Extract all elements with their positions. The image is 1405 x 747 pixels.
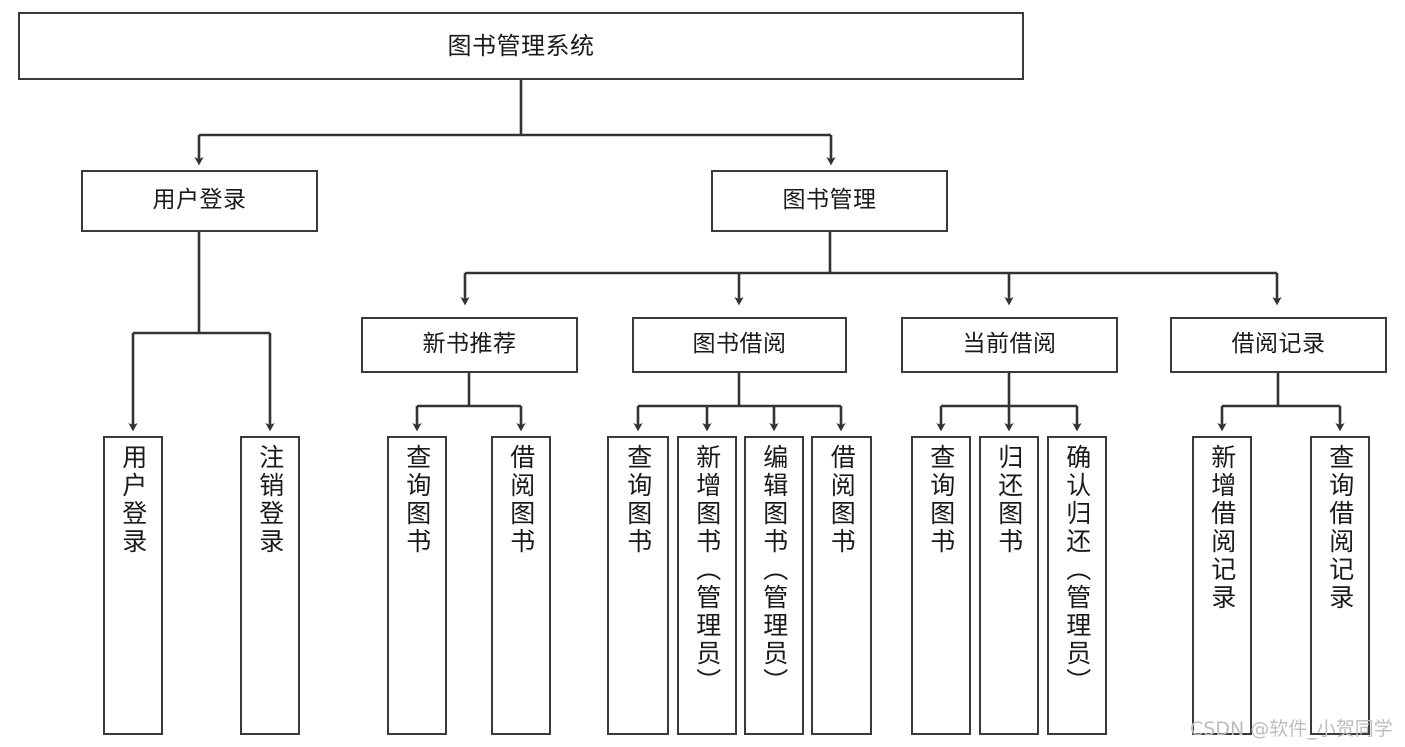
leaf-rec-query-book[interactable]: 查询图书 bbox=[387, 436, 447, 735]
node-label: 查询图书 bbox=[402, 444, 432, 556]
csdn-watermark: CSDN @软件_小贺同学 bbox=[1190, 718, 1393, 740]
leaf-borrow-add-book-admin[interactable]: 新增图书（管理员） bbox=[677, 436, 737, 735]
node-borrow-record[interactable]: 借阅记录 bbox=[1170, 317, 1387, 373]
node-label: 借阅图书 bbox=[827, 444, 857, 556]
node-label: 新书推荐 bbox=[422, 331, 517, 358]
node-book-borrow[interactable]: 图书借阅 bbox=[632, 317, 847, 373]
node-label: 新增借阅记录 bbox=[1207, 444, 1237, 612]
node-book-management[interactable]: 图书管理 bbox=[711, 170, 948, 232]
node-label: 编辑图书（管理员） bbox=[759, 444, 789, 696]
leaf-record-add-borrow-record[interactable]: 新增借阅记录 bbox=[1192, 436, 1252, 735]
node-root-system[interactable]: 图书管理系统 bbox=[18, 12, 1024, 80]
node-label: 新增图书（管理员） bbox=[692, 444, 722, 696]
node-user-login[interactable]: 用户登录 bbox=[81, 170, 318, 232]
node-label: 查询图书 bbox=[623, 444, 653, 556]
leaf-current-return-book[interactable]: 归还图书 bbox=[979, 436, 1039, 735]
node-label: 借阅图书 bbox=[506, 444, 536, 556]
node-label: 借阅记录 bbox=[1231, 331, 1326, 358]
leaf-record-query-borrow-record[interactable]: 查询借阅记录 bbox=[1310, 436, 1370, 735]
leaf-borrow-edit-book-admin[interactable]: 编辑图书（管理员） bbox=[744, 436, 804, 735]
leaf-user-login[interactable]: 用户登录 bbox=[103, 436, 163, 735]
node-label: 用户登录 bbox=[118, 444, 148, 556]
node-label: 确认归还（管理员） bbox=[1062, 444, 1092, 696]
leaf-current-query-book[interactable]: 查询图书 bbox=[911, 436, 971, 735]
leaf-user-logout[interactable]: 注销登录 bbox=[240, 436, 300, 735]
leaf-borrow-query-book[interactable]: 查询图书 bbox=[607, 436, 669, 735]
leaf-current-confirm-return-admin[interactable]: 确认归还（管理员） bbox=[1047, 436, 1107, 735]
node-label: 查询图书 bbox=[926, 444, 956, 556]
node-label: 图书管理系统 bbox=[447, 31, 595, 60]
node-label: 当前借阅 bbox=[962, 331, 1057, 358]
node-label: 归还图书 bbox=[994, 444, 1024, 556]
node-label: 图书管理 bbox=[782, 187, 877, 214]
node-label: 注销登录 bbox=[255, 444, 285, 556]
node-label: 图书借阅 bbox=[692, 331, 787, 358]
node-label: 用户登录 bbox=[152, 187, 247, 214]
leaf-borrow-borrow-book[interactable]: 借阅图书 bbox=[811, 436, 872, 735]
node-new-book-recommend[interactable]: 新书推荐 bbox=[361, 317, 578, 373]
leaf-rec-borrow-book[interactable]: 借阅图书 bbox=[491, 436, 551, 735]
node-current-borrow[interactable]: 当前借阅 bbox=[901, 317, 1118, 373]
node-label: 查询借阅记录 bbox=[1325, 444, 1355, 612]
